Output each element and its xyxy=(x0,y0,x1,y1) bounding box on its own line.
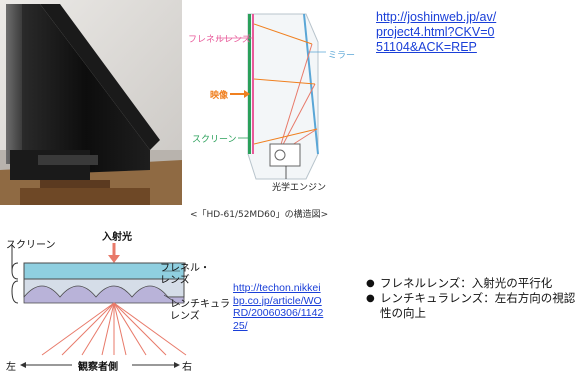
bullet-list: ● フレネルレンズ：入射光の平行化 ● レンチキュラレンズ：左右方向の視認性の向… xyxy=(366,276,578,321)
fresnel-lens-label: フレネルレンズ xyxy=(188,35,251,45)
bullet-icon: ● xyxy=(366,278,375,289)
mirror-label: ミラー xyxy=(328,51,356,61)
fresnel-lens-label: フレネル・ xyxy=(160,263,210,274)
viewer-side-label: 観察者側 xyxy=(78,362,118,373)
left-label: 左 xyxy=(6,362,16,373)
tv-photo-drawing xyxy=(0,0,182,205)
list-item: ● レンチキュラレンズ：左右方向の視認性の向上 xyxy=(366,291,578,321)
reference-link-joshinweb[interactable]: http://joshinweb.jp/av/ project4.html?CK… xyxy=(376,10,526,55)
structure-diagram: フレネルレンズ ミラー 映像 スクリーン 光学エンジン xyxy=(186,4,356,193)
reference-link-techon[interactable]: http://techon.nikkei bp.co.jp/article/WO… xyxy=(233,282,324,332)
structure-diagram-caption: <「HD-61/52MD60」の構造図> xyxy=(190,210,329,220)
tv-photo xyxy=(0,0,182,205)
list-item: ● フレネルレンズ：入射光の平行化 xyxy=(366,276,578,291)
lens-diagram: スクリーン 入射光 フレネル・ レンズ レンチキュラ レンズ 左 観察者側 右 xyxy=(2,225,230,373)
structure-diagram-drawing xyxy=(216,13,326,180)
image-label: 映像 xyxy=(210,91,229,101)
bullet-text: レンチキュラレンズ：左右方向の視認性の向上 xyxy=(380,291,576,320)
fresnel-lens-label-2: レンズ xyxy=(160,275,190,286)
lenticular-lens-label: レンチキュラ xyxy=(170,299,230,310)
optical-engine-label: 光学エンジン xyxy=(272,183,327,193)
link-line: 25/ xyxy=(233,319,248,332)
link-line: project4.html?CKV=0 xyxy=(376,25,495,39)
bullet-icon: ● xyxy=(366,293,375,304)
lens-diagram-drawing xyxy=(11,243,187,368)
link-line: RD/20060306/1142 xyxy=(233,307,324,319)
incident-light-label: 入射光 xyxy=(102,232,132,243)
link-line: bp.co.jp/article/WO xyxy=(233,294,322,307)
screen-label: スクリーン xyxy=(6,240,56,251)
right-label: 右 xyxy=(182,362,192,373)
link-line: http://joshinweb.jp/av/ xyxy=(376,10,497,24)
bullet-text: フレネルレンズ：入射光の平行化 xyxy=(380,276,553,290)
link-line: http://techon.nikkei xyxy=(233,282,321,294)
link-line: 51104&ACK=REP xyxy=(376,40,477,54)
lenticular-lens-label-2: レンズ xyxy=(170,311,200,322)
screen-label: スクリーン xyxy=(192,135,237,145)
